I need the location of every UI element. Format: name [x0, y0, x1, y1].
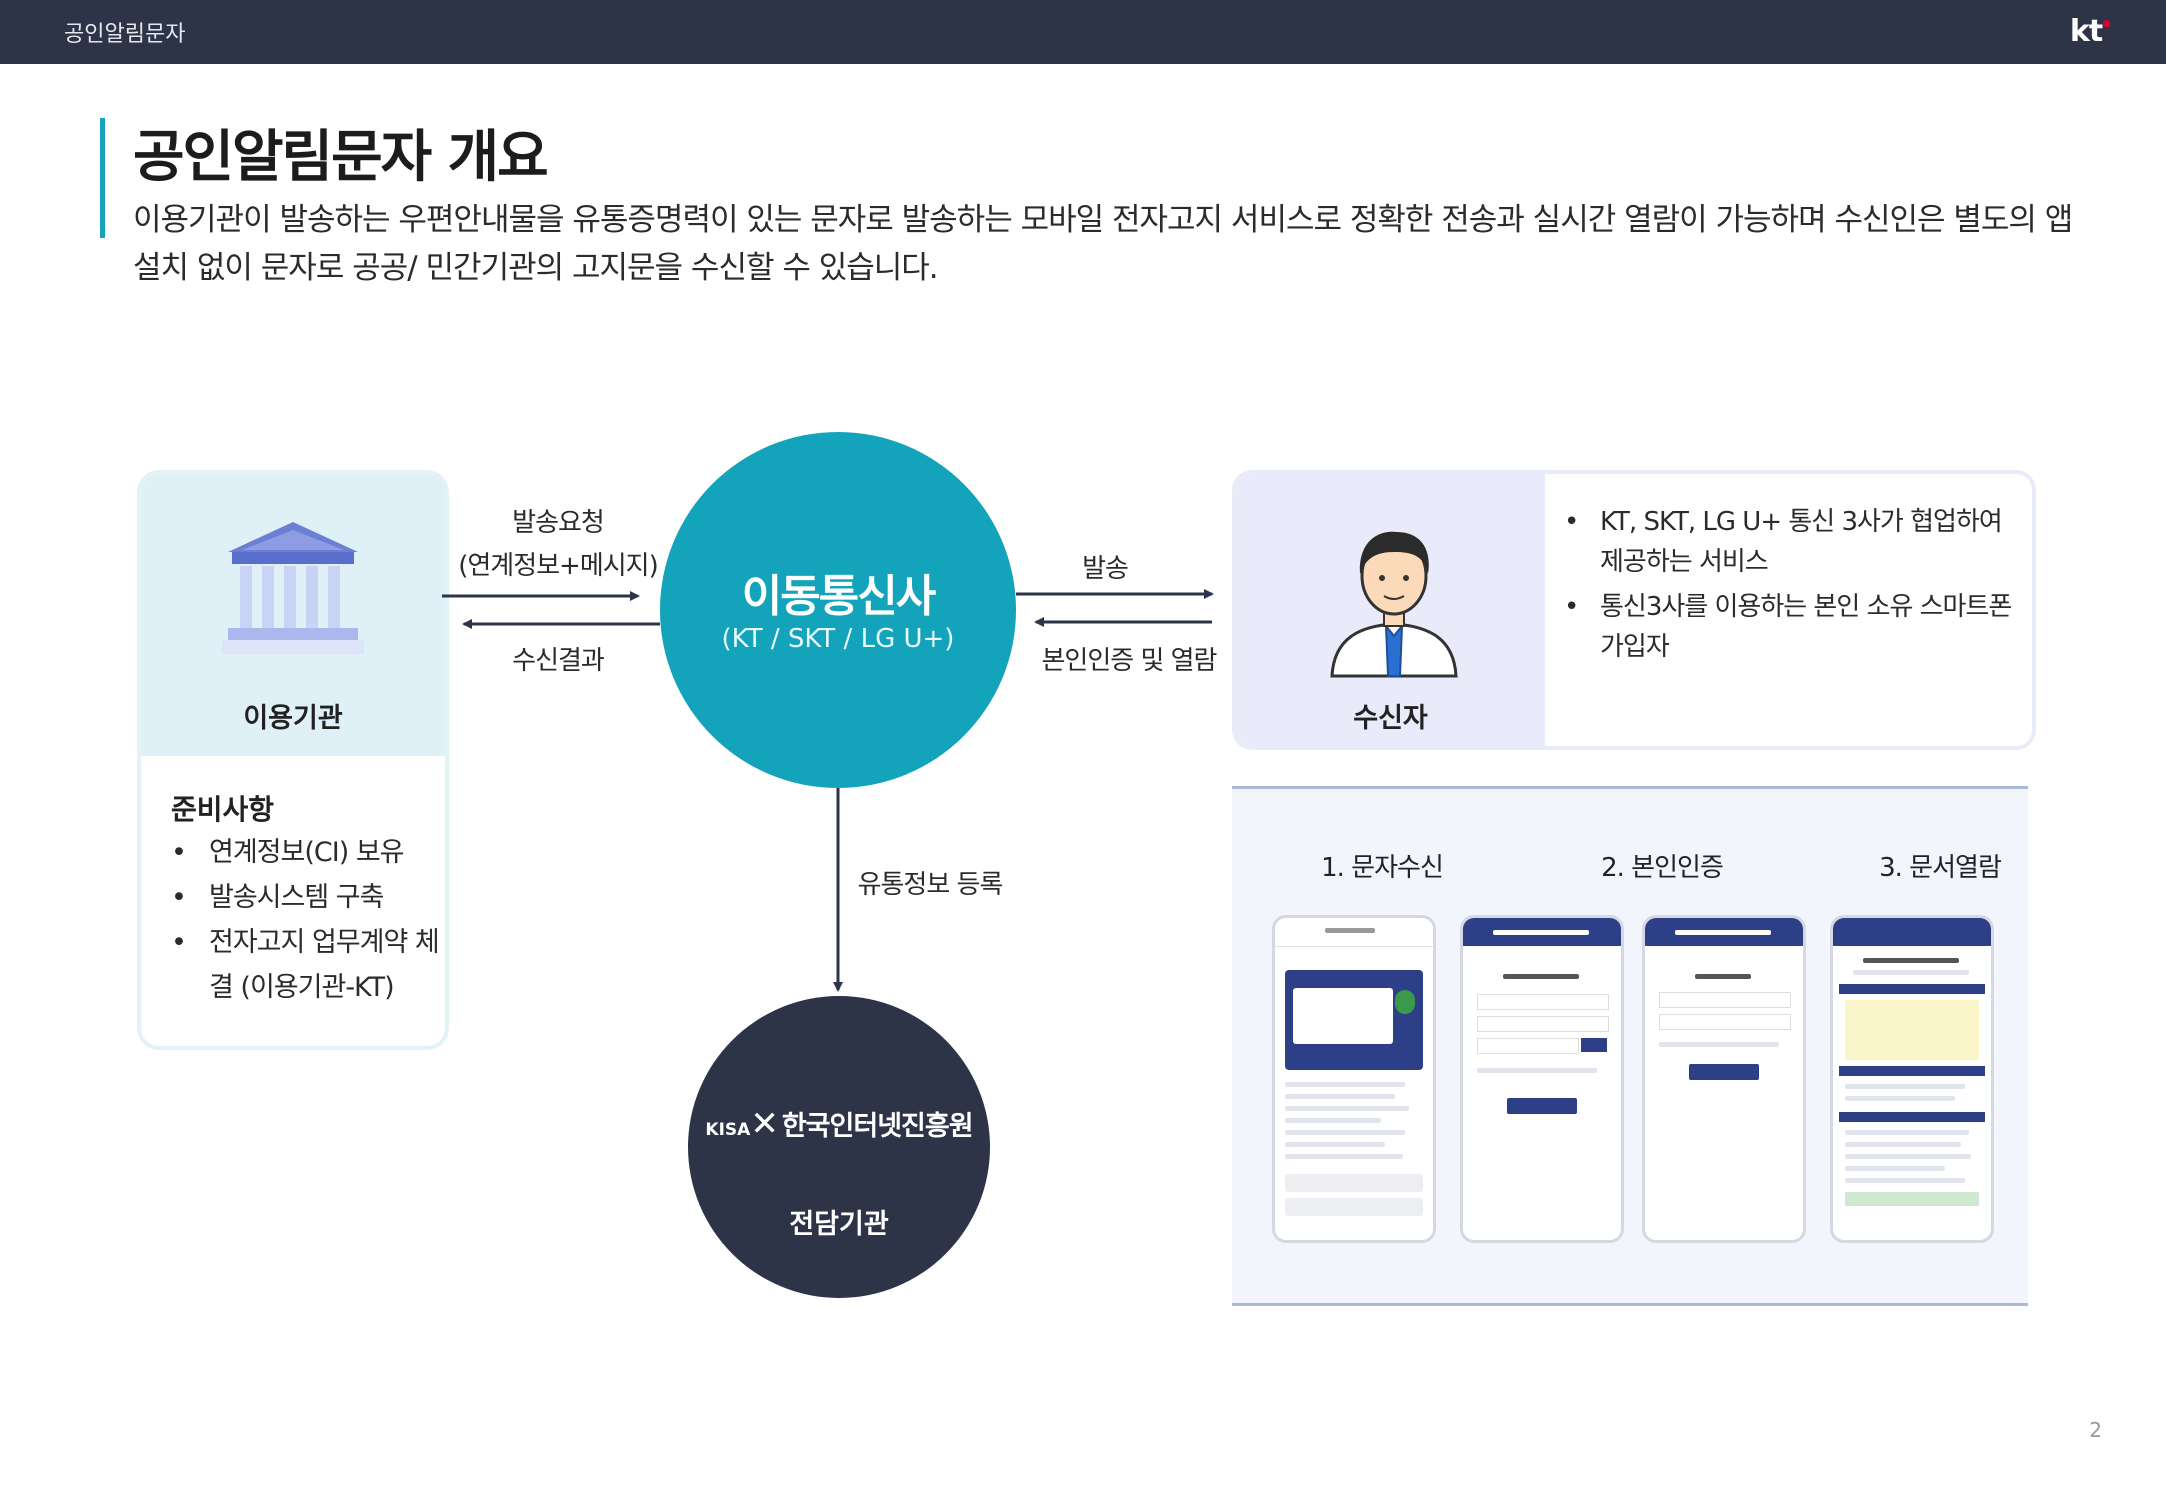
phone-screenshot-document	[1830, 915, 1994, 1243]
step-title-3: 3. 문서열람	[1879, 853, 2002, 883]
breadcrumb: 공인알림문자	[64, 22, 186, 47]
kisa-mark-icon: ✕	[750, 1104, 778, 1144]
intro-text: 이용기관이 발송하는 우편안내물을 유통증명력이 있는 문자로 발송하는 모바일…	[133, 202, 2073, 286]
recipient-item: KT, SKT, LG U+ 통신 3사가 협업하여 제공하는 서비스	[1560, 502, 2020, 582]
org-card: 이용기관 준비사항 연계정보(CI) 보유 발송시스템 구축 전자고지 업무계약…	[137, 470, 449, 1050]
org-label: 이용기관	[243, 703, 343, 734]
steps-panel: 1. 문자수신 2. 본인인증 3. 문서열람	[1232, 786, 2028, 1306]
step-title-1: 1. 문자수신	[1321, 853, 1444, 883]
recipient-list: KT, SKT, LG U+ 통신 3사가 협업하여 제공하는 서비스 통신3사…	[1560, 502, 2020, 672]
phone-screenshot-sms	[1272, 915, 1436, 1243]
title-accent-bar	[100, 118, 105, 238]
recipient-card: 수신자 KT, SKT, LG U+ 통신 3사가 협업하여 제공하는 서비스 …	[1232, 470, 2036, 750]
prep-item: 발송시스템 구축	[171, 875, 441, 920]
recipient-item: 통신3사를 이용하는 본인 소유 스마트폰 가입자	[1560, 587, 2020, 667]
telecom-subtitle: (KT / SKT / LG U+)	[721, 624, 955, 654]
page-number: 2	[2089, 1418, 2102, 1442]
register-label: 유통정보 등록	[857, 870, 1004, 900]
government-building-icon	[222, 522, 364, 654]
kisa-logo: KISA✕한국인터넷진흥원	[705, 1104, 973, 1144]
recipient-label: 수신자	[1353, 703, 1428, 734]
prep-list: 연계정보(CI) 보유 발송시스템 구축 전자고지 업무계약 체결 (이용기관-…	[171, 830, 441, 1010]
telecom-title: 이동통신사	[741, 571, 936, 622]
request-label: 발송요청 (연계정보+메시지)	[458, 508, 659, 581]
org-card-header: 이용기관	[141, 474, 445, 756]
result-label: 수신결과	[512, 646, 605, 676]
top-header-bar: 공인알림문자 kt•	[0, 0, 2166, 64]
telecom-circle: 이동통신사 (KT / SKT / LG U+)	[660, 432, 1016, 788]
phone-screenshot-auth-a	[1460, 915, 1624, 1243]
recipient-card-header: 수신자	[1236, 474, 1545, 746]
step-title-2: 2. 본인인증	[1601, 853, 1724, 883]
prep-item: 연계정보(CI) 보유	[171, 830, 441, 875]
phone-screenshot-auth-b	[1642, 915, 1806, 1243]
prep-item: 전자고지 업무계약 체결 (이용기관-KT)	[171, 920, 441, 1010]
person-avatar-icon	[1330, 531, 1458, 678]
agency-role: 전담기관	[789, 1209, 889, 1240]
send-label: 발송	[1082, 554, 1129, 584]
verify-label: 본인인증 및 열람	[1041, 646, 1218, 676]
prep-title: 준비사항	[171, 793, 275, 826]
kt-logo: kt•	[2069, 12, 2113, 49]
page-title: 공인알림문자 개요	[133, 125, 549, 190]
agency-circle: KISA✕한국인터넷진흥원 전담기관	[688, 996, 990, 1298]
